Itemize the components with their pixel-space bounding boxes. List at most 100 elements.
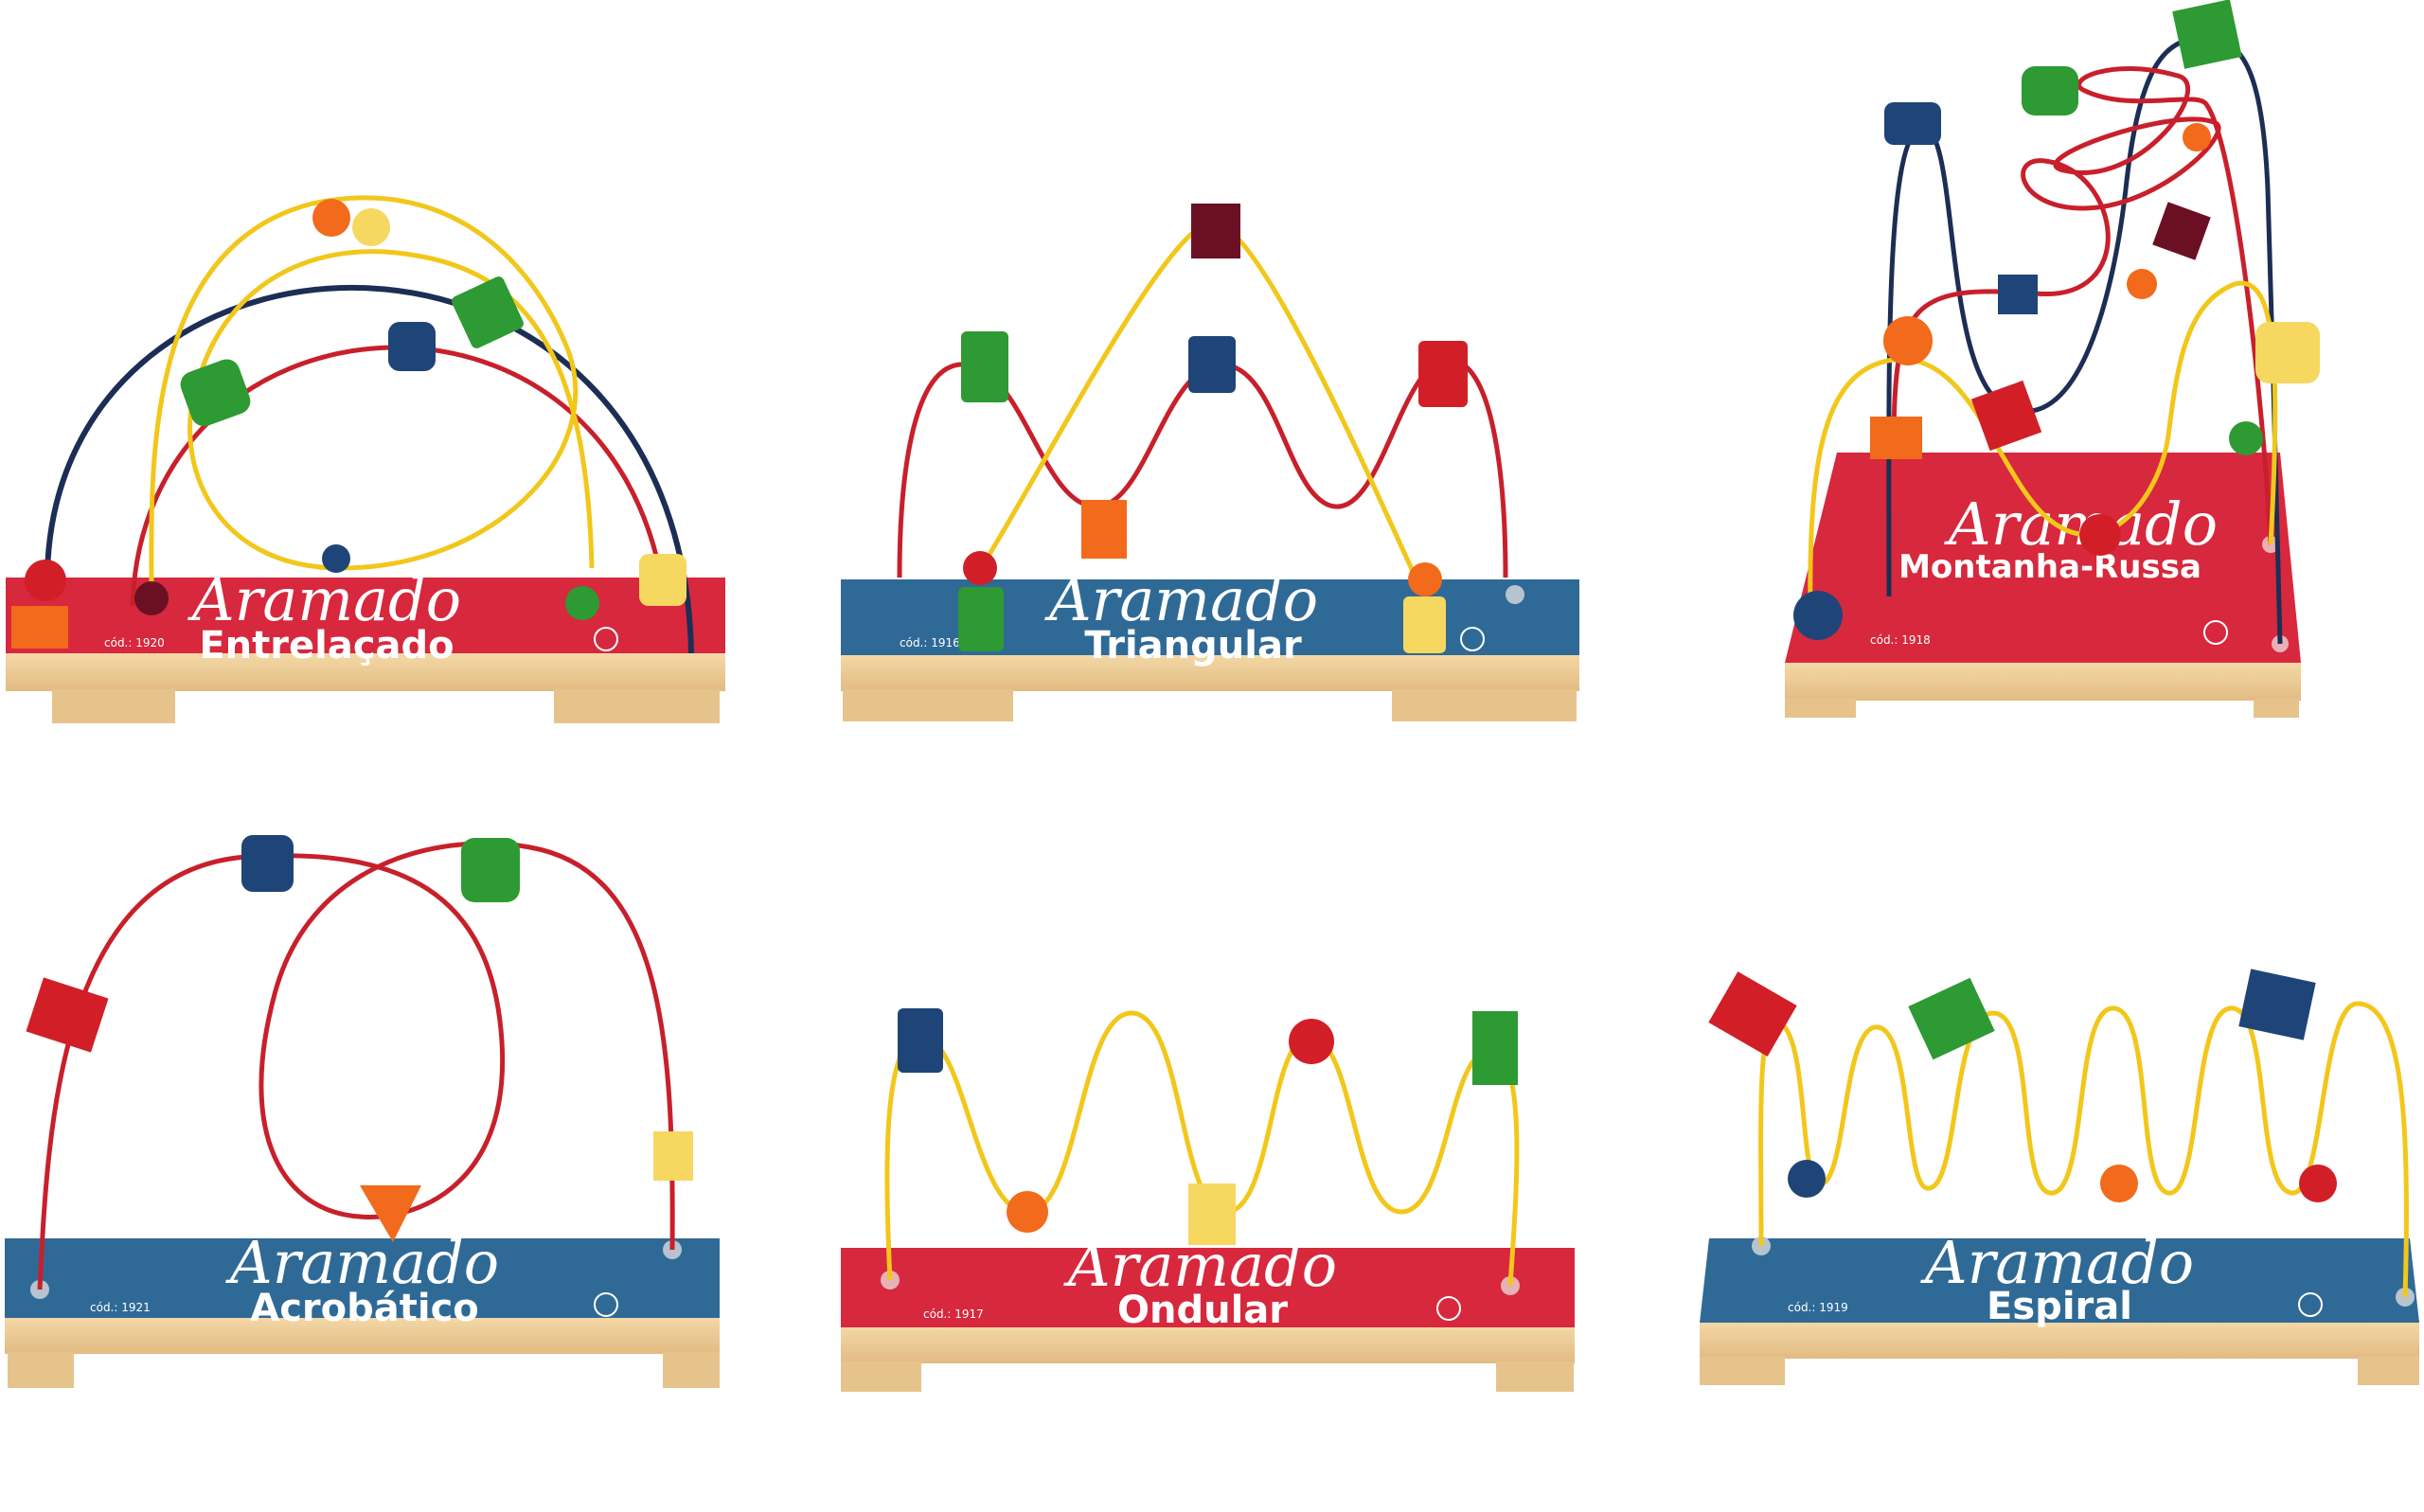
bead-maroon-cube [2152,202,2211,260]
bead-green-cylinder [461,838,520,902]
toy-name: Montanha-Russa [1898,548,2201,586]
brand-label: Aramado [187,565,461,634]
toy-triangular: Aramado Triangular cód.: 1916 [841,204,1579,721]
bead-yellow-cube [653,1131,693,1181]
bead-green-cube [1472,1011,1518,1085]
bead-yellow-hex [2255,322,2320,383]
board [841,579,1579,655]
bead-orange [1408,562,1442,596]
product-code: cód.: 1919 [1788,1301,1848,1314]
wire-red-loop [37,841,675,1290]
bead-red [2299,1165,2337,1202]
bead-orange-cube [11,606,68,649]
toy-montanha-russa: Aramado Montanha-Russa cód.: 1918 [1785,0,2320,718]
wire-yellow-triangle [972,220,1423,589]
wood-foot-right [1496,1361,1574,1392]
wood-base [841,653,1579,691]
bead-green-stack [958,587,1004,651]
bead-orange [2127,269,2157,299]
wood-foot-left [1700,1357,1785,1385]
board [5,1238,720,1318]
wood-foot-right [663,1352,720,1388]
bead-navy-cube [898,1008,943,1073]
brand-logo [1436,1296,1461,1321]
toy-name: Triangular [1084,624,1302,667]
wire-hole [1506,585,1524,604]
board [6,578,725,653]
bead-red-cube [1970,380,2042,452]
toy-entrelacado: Aramado Entrelaçado cód.: 1920 [6,195,725,723]
brand-logo [594,627,618,651]
board [841,1248,1575,1327]
wood-foot-left [8,1352,74,1388]
brand-logo [1460,627,1485,651]
brand-logo [2203,620,2228,645]
bead-yellow-stack [1403,596,1446,653]
bead-navy-cube [2238,969,2316,1041]
brand-logo [2298,1292,2323,1317]
bead-red-cube [26,977,109,1053]
wood-base [6,653,725,691]
bead-orange [312,199,350,237]
bead-green-cube [452,276,524,348]
toy-espiral: Aramado Espiral cód.: 1919 [1700,969,2419,1385]
bead-red [2079,514,2121,556]
bead-navy-small [322,544,350,573]
wire-navy-tall [1886,35,2283,645]
wood-base [5,1316,720,1354]
bead-orange-cube [1081,500,1127,559]
wood-foot-right [2358,1357,2419,1385]
wood-foot-left [843,689,1013,721]
toy-name: Espiral [1987,1285,2132,1328]
bead-red [1289,1019,1334,1064]
wire-red-arch [130,345,666,607]
bead-yellow-cylinder [639,554,686,606]
bead-maroon [134,581,169,615]
toy-name: Ondular [1117,1289,1288,1332]
bead-orange-large [1883,316,1933,365]
wood-base [841,1325,1575,1363]
bead-green-cylinder [961,331,1008,402]
product-code: cód.: 1920 [104,636,165,649]
bead-navy [1793,591,1843,640]
wood-foot-left [841,1361,921,1392]
bead-red [963,551,997,585]
brand-label: Aramado [1044,565,1318,634]
wood-foot-right [554,689,720,723]
wire-red-spiral [1891,66,2273,545]
bead-green [2229,421,2263,455]
toy-name: Entrelaçado [199,624,454,667]
board [1785,453,2301,663]
bead-orange-triangle [360,1185,421,1242]
wood-foot-right [1392,689,1577,721]
bead-yellow [352,208,390,246]
bead-red-cylinder [1418,341,1468,407]
board [1700,1238,2419,1323]
bead-orange [1007,1191,1048,1233]
product-code: cód.: 1917 [923,1307,984,1321]
wood-foot-right [2254,699,2299,718]
bead-green-cube [1908,977,1995,1060]
bead-orange-cube [1870,417,1922,459]
wood-base [1785,663,2301,701]
bead-navy [1788,1160,1826,1198]
bead-navy-cylinder [1884,102,1941,145]
product-code: cód.: 1916 [900,636,960,649]
product-code: cód.: 1918 [1870,633,1931,647]
bead-green-cylinder [2022,66,2078,116]
wire-navy-arch [45,285,694,654]
brand-logo [594,1292,618,1317]
wire-yellow-loop [149,195,595,588]
bead-green-cube [2172,0,2242,69]
bead-red-cube [1708,971,1797,1057]
brand-label: Aramado [1944,489,2218,559]
wood-base [1700,1321,2419,1359]
bead-navy-cylinder [241,835,294,892]
bead-navy-cylinder [1188,336,1236,393]
toy-ondular: Aramado Ondular cód.: 1917 [841,1008,1575,1392]
bead-maroon-cube [1191,204,1240,258]
bead-yellow-cube [1188,1183,1236,1245]
bead-green-small [565,586,599,620]
toy-acrobatico: Aramado Acrobático cód.: 1921 [5,835,720,1388]
